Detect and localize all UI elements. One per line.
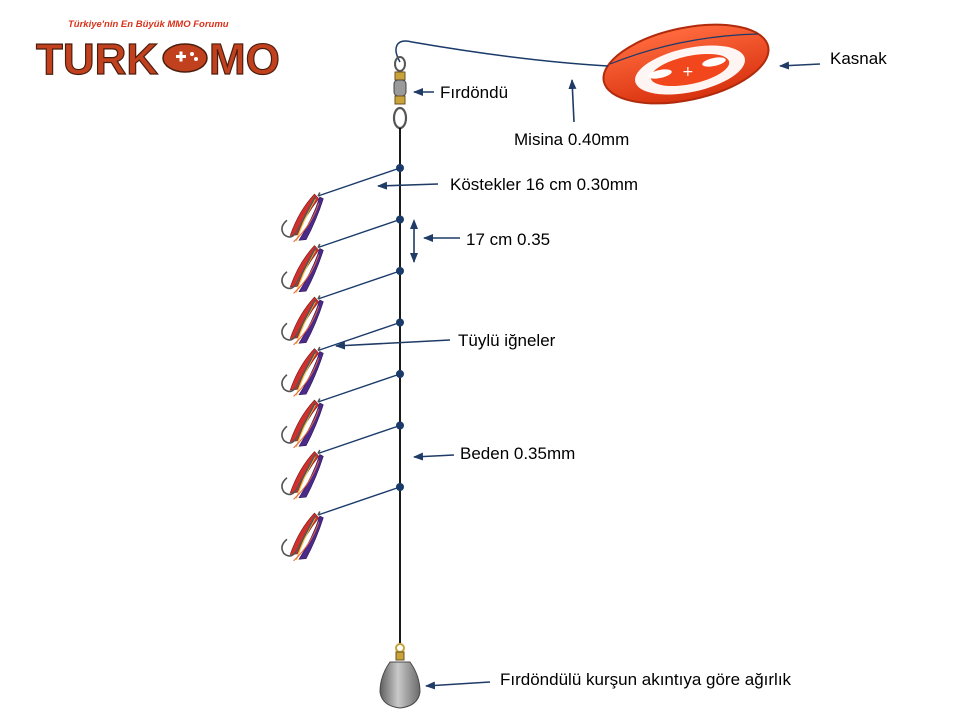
- sinker-icon: [379, 643, 421, 709]
- label-spacing: 17 cm 0.35: [466, 230, 550, 249]
- label-swivel: Fırdöndü: [440, 83, 508, 102]
- feather-lure-icon: [281, 511, 324, 562]
- snood-knot: [396, 370, 404, 378]
- label-sinker: Fırdöndülü kurşun akıntıya göre ağırlık: [500, 670, 792, 689]
- snood-knot: [396, 215, 404, 224]
- snood-knot: [396, 318, 404, 327]
- snood-knot: [396, 483, 404, 491]
- annotation-arrows: [335, 61, 821, 690]
- logo-wordmark-left: TURK: [36, 35, 158, 84]
- logo-wordmark-right: MO: [209, 35, 280, 84]
- arrow-snoods: [377, 181, 439, 190]
- snood-knot: [396, 164, 404, 172]
- reel-illustration: +: [602, 23, 770, 105]
- site-logo: Türkiye'nin En Büyük MMO Forumu TURK MO: [35, 19, 280, 85]
- arrow-main-line: [568, 79, 577, 123]
- snood-line: [317, 218, 401, 249]
- label-main-line: Misina 0.40mm: [514, 130, 629, 149]
- feather-lure-icon: [281, 192, 324, 243]
- gamepad-icon: [162, 43, 208, 73]
- label-body: Beden 0.35mm: [460, 444, 575, 463]
- feather-lure-icon: [281, 449, 324, 500]
- snood-line: [317, 373, 401, 403]
- snood-line: [317, 270, 401, 300]
- arrow-hooks: [335, 339, 451, 350]
- feather-lure-icon: [281, 243, 324, 294]
- feather-lure-icon: [281, 346, 324, 397]
- snood-line: [317, 486, 401, 516]
- arrow-reel: [779, 61, 821, 70]
- svg-text:+: +: [682, 64, 694, 80]
- arrow-sinker: [425, 681, 491, 690]
- snood-knot: [396, 421, 404, 430]
- label-snoods: Köstekler 16 cm 0.30mm: [450, 175, 638, 194]
- main-line: [395, 40, 609, 67]
- arrow-body: [413, 452, 455, 461]
- logo-tagline: Türkiye'nin En Büyük MMO Forumu: [68, 19, 229, 30]
- feather-lure-icon: [281, 295, 324, 346]
- label-hooks: Tüylü iğneler: [458, 331, 556, 350]
- feather-lure-icon: [281, 398, 324, 449]
- snood-line: [317, 321, 401, 352]
- snood-line: [317, 424, 401, 455]
- swivel-icon: [392, 56, 408, 130]
- snood-line: [317, 167, 401, 197]
- snood-group: [281, 164, 404, 562]
- label-reel: Kasnak: [830, 49, 887, 68]
- snood-knot: [396, 267, 404, 275]
